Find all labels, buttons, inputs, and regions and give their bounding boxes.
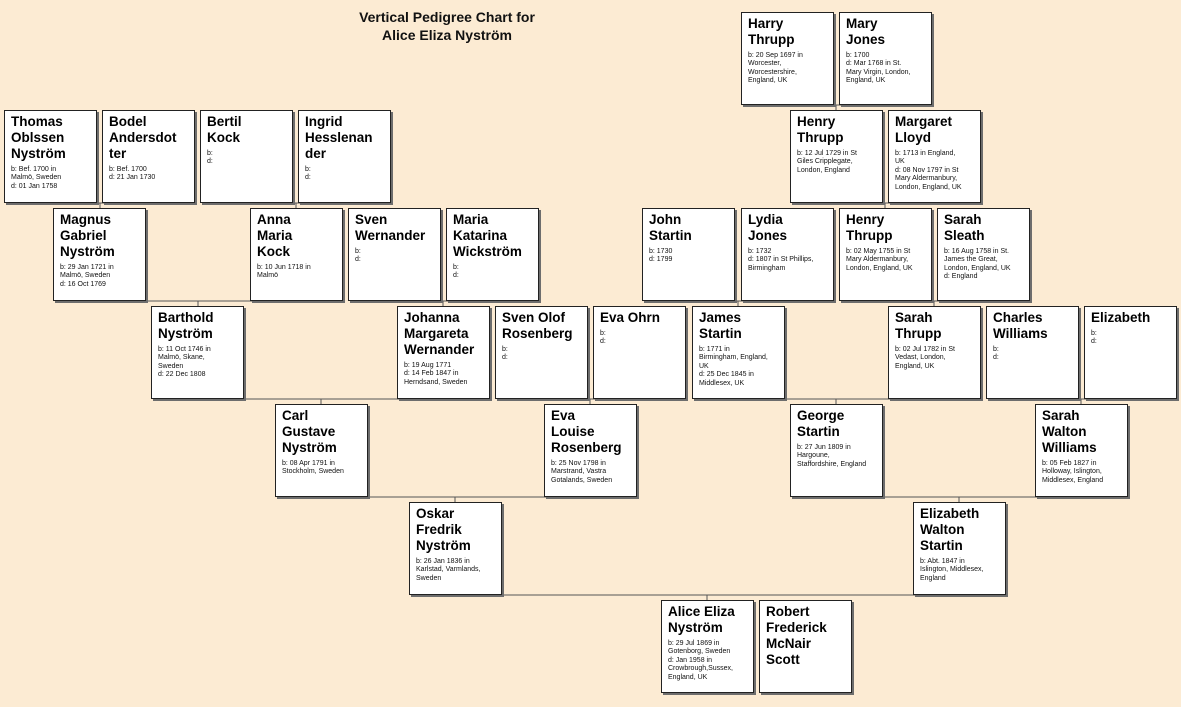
person-details: b: Bef. 1700 in Malmö, Sweden d: 01 Jan … (11, 166, 62, 190)
person-name: George Startin (797, 408, 845, 439)
person-name: Sarah Sleath (944, 212, 985, 243)
person-box-robert-frederick-mcnair-scott[interactable]: Robert Frederick McNair Scott (759, 600, 852, 693)
person-details: b: d: (453, 264, 459, 280)
person-details: b: 11 Oct 1746 in Malmö, Skane, Sweden d… (158, 346, 211, 379)
person-box-mary-jones[interactable]: Mary Jones b: 1700 d: Mar 1768 in St. Ma… (839, 12, 932, 105)
person-name: Carl Gustave Nyström (282, 408, 337, 455)
person-name: Ingrid Hesslenan der (305, 114, 373, 161)
person-details: b: 05 Feb 1827 in Holloway, Islington, M… (1042, 460, 1104, 484)
person-box-harry-thrupp[interactable]: Harry Thrupp b: 20 Sep 1697 in Worcester… (741, 12, 834, 105)
person-box-oskar-fredrik-nystrom[interactable]: Oskar Fredrik Nyström b: 26 Jan 1836 in … (409, 502, 502, 595)
person-box-james-startin[interactable]: James Startin b: 1771 in Birmingham, Eng… (692, 306, 785, 399)
person-name: Elizabeth Walton Startin (920, 506, 980, 553)
chart-title-line-1: Vertical Pedigree Chart for (359, 9, 535, 25)
person-details: b: 02 May 1755 in St Mary Aldermanbury, … (846, 248, 913, 272)
person-details: b: 12 Jul 1729 in St Giles Cripplegate, … (797, 150, 857, 174)
person-box-henry-thrupp-1755[interactable]: Henry Thrupp b: 02 May 1755 in St Mary A… (839, 208, 932, 301)
person-name: Robert Frederick McNair Scott (766, 604, 827, 667)
person-name: Sarah Thrupp (895, 310, 942, 341)
person-box-ingrid-hesslenander[interactable]: Ingrid Hesslenan der b: d: (298, 110, 391, 203)
person-box-thomas-oblssen-nystrom[interactable]: Thomas Oblssen Nyström b: Bef. 1700 in M… (4, 110, 97, 203)
person-name: Thomas Oblssen Nyström (11, 114, 66, 161)
person-box-johanna-margareta-wernander[interactable]: Johanna Margareta Wernander b: 19 Aug 17… (397, 306, 490, 399)
person-name: Sven Olof Rosenberg (502, 310, 573, 341)
person-box-sarah-walton-williams[interactable]: Sarah Walton Williams b: 05 Feb 1827 in … (1035, 404, 1128, 497)
person-name: Henry Thrupp (797, 114, 844, 145)
person-box-maria-katarina-wickstrom[interactable]: Maria Katarina Wickström b: d: (446, 208, 539, 301)
person-box-john-startin[interactable]: John Startin b: 1730 d: 1799 (642, 208, 735, 301)
person-name: Henry Thrupp (846, 212, 893, 243)
person-name: Eva Ohrn (600, 310, 661, 325)
person-box-elizabeth-walton-startin[interactable]: Elizabeth Walton Startin b: Abt. 1847 in… (913, 502, 1006, 595)
person-name: Sven Wernander (355, 212, 426, 243)
person-box-magnus-gabriel-nystrom[interactable]: Magnus Gabriel Nyström b: 29 Jan 1721 in… (53, 208, 146, 301)
person-details: b: 20 Sep 1697 in Worcester, Worcestersh… (748, 52, 803, 85)
person-details: b: 16 Aug 1758 in St. James the Great, L… (944, 248, 1011, 281)
person-box-bodel-andersdotter[interactable]: Bodel Andersdot ter b: Bef. 1700 d: 21 J… (102, 110, 195, 203)
person-box-alice-eliza-nystrom[interactable]: Alice Eliza Nyström b: 29 Jul 1869 in Go… (661, 600, 754, 693)
person-box-george-startin[interactable]: George Startin b: 27 Jun 1809 in Hargoun… (790, 404, 883, 497)
person-details: b: 1730 d: 1799 (649, 248, 673, 264)
person-box-barthold-nystrom[interactable]: Barthold Nyström b: 11 Oct 1746 in Malmö… (151, 306, 244, 399)
person-name: Margaret Lloyd (895, 114, 953, 145)
person-box-lydia-jones[interactable]: Lydia Jones b: 1732 d: 1807 in St Philli… (741, 208, 834, 301)
person-name: James Startin (699, 310, 742, 341)
person-details: b: Abt. 1847 in Islington, Middlesex, En… (920, 558, 984, 582)
person-name: Eva Louise Rosenberg (551, 408, 622, 455)
person-name: John Startin (649, 212, 692, 243)
person-box-sarah-thrupp[interactable]: Sarah Thrupp b: 02 Jul 1782 in St Vedast… (888, 306, 981, 399)
person-details: b: 02 Jul 1782 in St Vedast, London, Eng… (895, 346, 955, 370)
person-box-carl-gustave-nystrom[interactable]: Carl Gustave Nyström b: 08 Apr 1791 in S… (275, 404, 368, 497)
person-box-anna-maria-kock[interactable]: Anna Maria Kock b: 10 Jun 1718 in Malmö (250, 208, 343, 301)
person-details: b: 1732 d: 1807 in St Phillips, Birmingh… (748, 248, 814, 272)
person-box-bertil-kock[interactable]: Bertil Kock b: d: (200, 110, 293, 203)
person-name: Magnus Gabriel Nyström (60, 212, 115, 259)
person-box-elizabeth[interactable]: Elizabeth b: d: (1084, 306, 1177, 399)
person-details: b: 10 Jun 1718 in Malmö (257, 264, 311, 280)
chart-title-line-2: Alice Eliza Nyström (382, 27, 512, 43)
person-details: b: d: (600, 330, 606, 346)
person-details: b: d: (1091, 330, 1097, 346)
person-details: b: 19 Aug 1771 d: 14 Feb 1847 in Herndsa… (404, 362, 468, 386)
person-details: b: 1771 in Birmingham, England, UK d: 25… (699, 346, 768, 387)
person-name: Bertil Kock (207, 114, 242, 145)
person-box-sarah-sleath[interactable]: Sarah Sleath b: 16 Aug 1758 in St. James… (937, 208, 1030, 301)
person-name: Lydia Jones (748, 212, 788, 243)
person-details: b: 08 Apr 1791 in Stockholm, Sweden (282, 460, 344, 476)
person-details: b: 26 Jan 1836 in Karlstad, Varmlands, S… (416, 558, 481, 582)
person-name: Charles Williams (993, 310, 1048, 341)
person-box-charles-williams[interactable]: Charles Williams b: d: (986, 306, 1079, 399)
person-box-eva-ohrn[interactable]: Eva Ohrn b: d: (593, 306, 686, 399)
person-box-sven-olof-rosenberg[interactable]: Sven Olof Rosenberg b: d: (495, 306, 588, 399)
person-details: b: 25 Nov 1798 in Marstrand, Vastra Gota… (551, 460, 613, 484)
person-name: Mary Jones (846, 16, 886, 47)
person-box-sven-wernander[interactable]: Sven Wernander b: d: (348, 208, 441, 301)
person-details: b: d: (207, 150, 213, 166)
person-details: b: d: (993, 346, 999, 362)
person-details: b: d: (355, 248, 361, 264)
person-details: b: 27 Jun 1809 in Hargoune, Staffordshir… (797, 444, 867, 468)
person-box-henry-thrupp-1729[interactable]: Henry Thrupp b: 12 Jul 1729 in St Giles … (790, 110, 883, 203)
chart-title: Vertical Pedigree Chart for Alice Eliza … (322, 8, 572, 44)
person-details: b: d: (305, 166, 311, 182)
person-name: Bodel Andersdot ter (109, 114, 177, 161)
person-name: Johanna Margareta Wernander (404, 310, 475, 357)
person-name: Maria Katarina Wickström (453, 212, 522, 259)
person-name: Oskar Fredrik Nyström (416, 506, 471, 553)
person-box-eva-louise-rosenberg[interactable]: Eva Louise Rosenberg b: 25 Nov 1798 in M… (544, 404, 637, 497)
person-name: Elizabeth (1091, 310, 1151, 325)
person-name: Sarah Walton Williams (1042, 408, 1097, 455)
person-details: b: 1713 in England, UK d: 08 Nov 1797 in… (895, 150, 962, 191)
person-details: b: 1700 d: Mar 1768 in St. Mary Virgin, … (846, 52, 911, 85)
person-details: b: Bef. 1700 d: 21 Jan 1730 (109, 166, 156, 182)
person-name: Alice Eliza Nyström (668, 604, 735, 635)
person-details: b: 29 Jul 1869 in Gotenborg, Sweden d: J… (668, 640, 733, 681)
person-name: Anna Maria Kock (257, 212, 293, 259)
person-name: Barthold Nyström (158, 310, 214, 341)
person-details: b: 29 Jan 1721 in Malmö, Sweden d: 16 Oc… (60, 264, 114, 288)
person-box-margaret-lloyd[interactable]: Margaret Lloyd b: 1713 in England, UK d:… (888, 110, 981, 203)
person-name: Harry Thrupp (748, 16, 795, 47)
person-details: b: d: (502, 346, 508, 362)
